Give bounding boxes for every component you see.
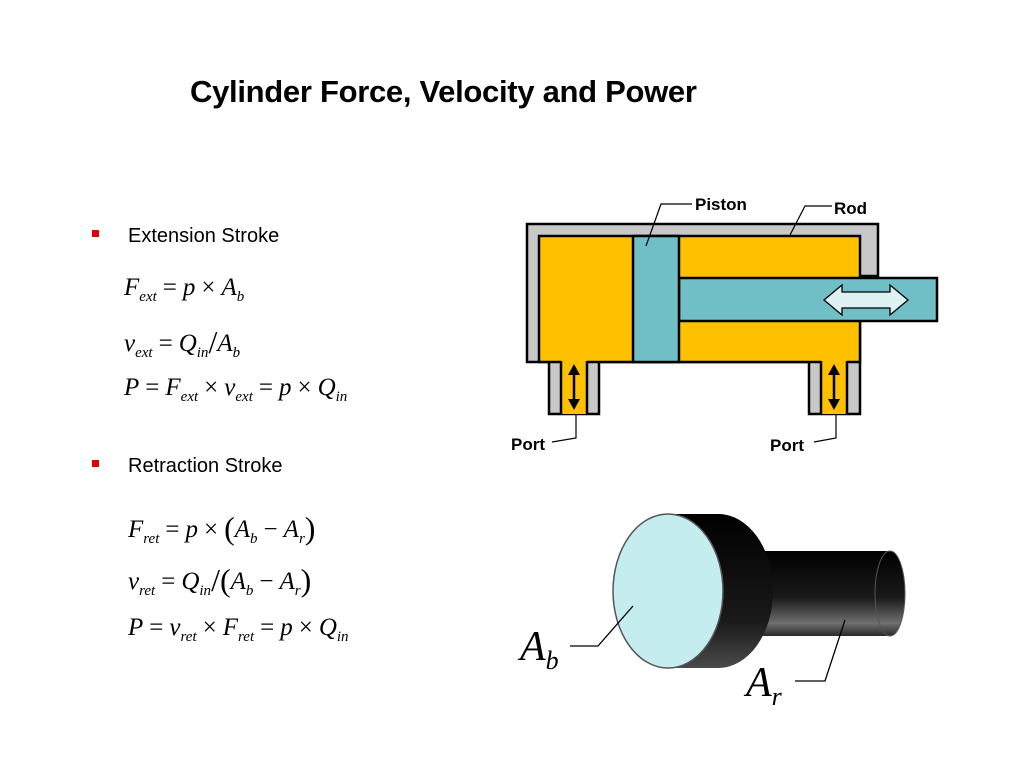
port-right-leader-line [813, 414, 837, 443]
bore-area-leader-line [570, 605, 634, 647]
retraction-stroke-label: Retraction Stroke [128, 455, 283, 477]
slide-title: Cylinder Force, Velocity and Power [190, 74, 697, 109]
rod-label: Rod [834, 199, 867, 218]
extension-power-equation: P=Fext×vext=p×Qin [124, 374, 348, 405]
port-left-label: Port [511, 435, 545, 454]
retraction-force-equation: Fret=p×(Ab−Ar) [128, 510, 316, 547]
retraction-power-equation: P=vret×Fret=p×Qin [128, 614, 349, 645]
extension-force-equation: Fext=p×Ab [124, 274, 245, 305]
extension-stroke-label: Extension Stroke [128, 225, 280, 247]
double-arrow-icon [822, 283, 910, 317]
bullet-marker [92, 230, 99, 237]
port-left-flow-arrow-icon [568, 364, 580, 410]
retraction-velocity-equation: vret=Qin/(Ab−Ar) [128, 562, 312, 599]
rod-leader-line [789, 205, 832, 236]
bore-area-face [612, 513, 724, 669]
piston [631, 234, 681, 364]
port-right-flow-arrow-icon [828, 364, 840, 410]
port-left-leader-line [551, 414, 577, 443]
extension-velocity-equation: vext=Qin/Ab [124, 324, 241, 361]
piston-leader-line [645, 203, 692, 247]
port-right-label: Port [770, 436, 804, 455]
bore-area-label: Ab [517, 624, 559, 675]
piston-label: Piston [695, 195, 747, 214]
rod-area-leader-line [795, 619, 846, 682]
bullet-marker [92, 460, 99, 467]
rod-area-label: Ar [743, 660, 783, 711]
